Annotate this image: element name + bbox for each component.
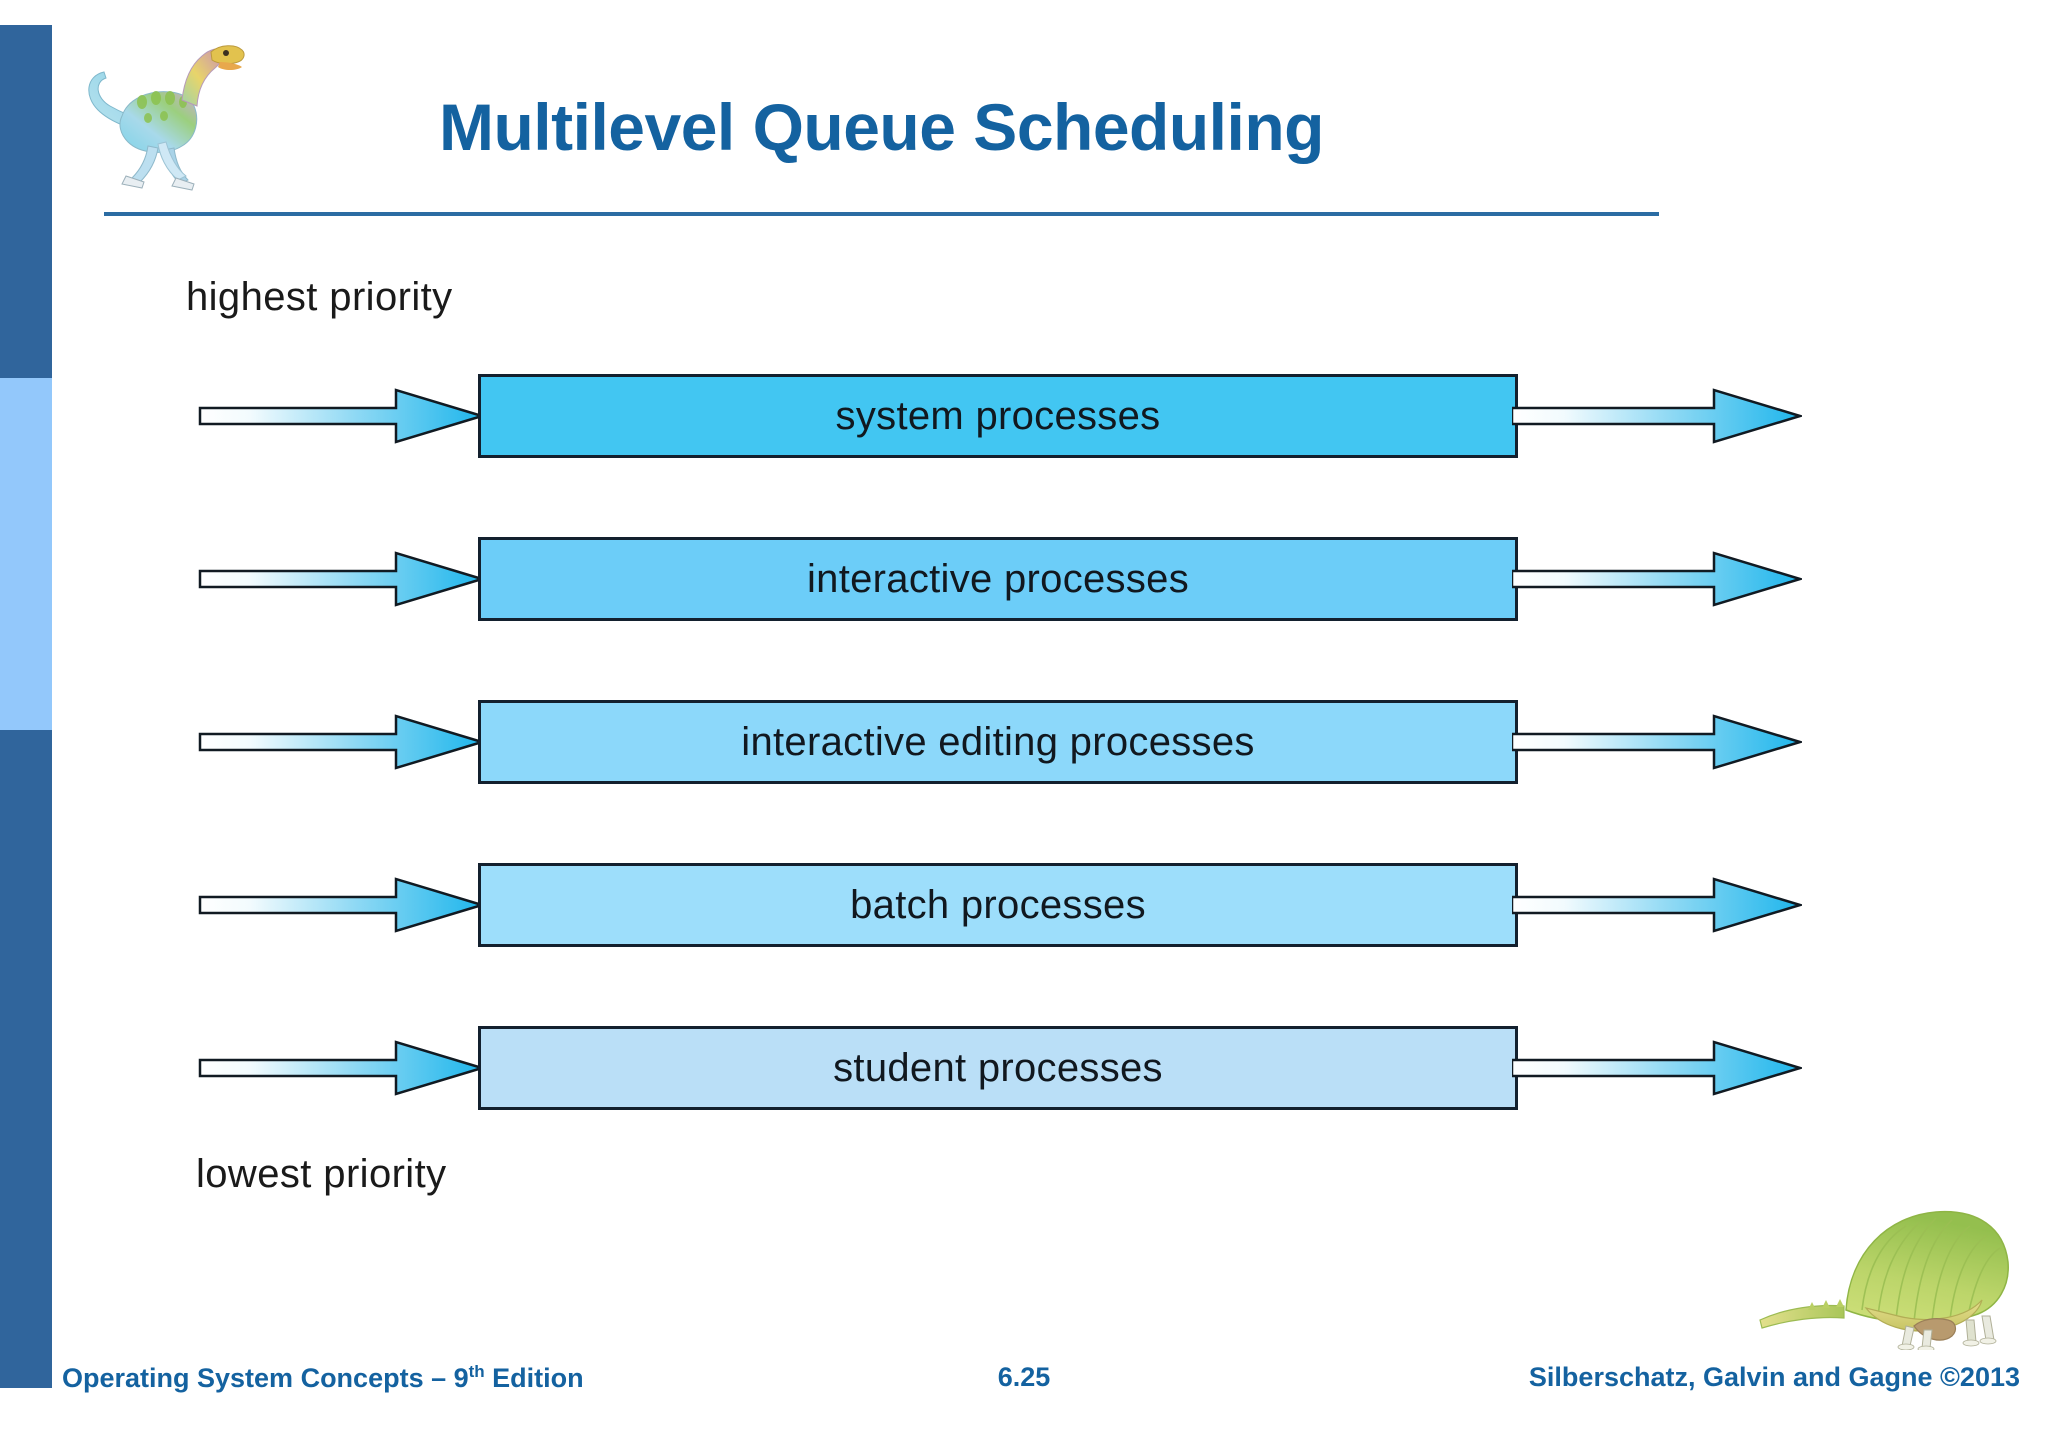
- queue-row: interactive processes: [0, 537, 2048, 623]
- queue-box-student-processes[interactable]: student processes: [478, 1026, 1518, 1110]
- footer-copyright: Silberschatz, Galvin and Gagne ©2013: [1528, 1362, 2020, 1392]
- sidebar-segment-upper-dark: [0, 25, 52, 378]
- queue-row: interactive editing processes: [0, 700, 2048, 786]
- queue-label: batch processes: [850, 882, 1146, 927]
- queue-box-system-processes[interactable]: system processes: [478, 374, 1518, 458]
- dinosaur-icon: [70, 20, 248, 200]
- queue-label: interactive editing processes: [741, 719, 1255, 764]
- queue-box-interactive-processes[interactable]: interactive processes: [478, 537, 1518, 621]
- queue-row: student processes: [0, 1026, 2048, 1112]
- queue-label: student processes: [833, 1045, 1163, 1090]
- queue-row: system processes: [0, 374, 2048, 460]
- lowest-priority-label: lowest priority: [196, 1152, 447, 1196]
- queue-arrow-out: [1510, 1038, 1805, 1098]
- queue-arrow-out: [1510, 875, 1805, 935]
- queue-label: interactive processes: [806, 556, 1190, 601]
- queue-label: system processes: [835, 393, 1161, 438]
- queue-arrow-in: [198, 875, 487, 935]
- queue-box-interactive-editing-processes[interactable]: interactive editing processes: [478, 700, 1518, 784]
- footer-left-superscript: th: [468, 1362, 485, 1381]
- page-title: Multilevel Queue Scheduling: [439, 90, 1324, 164]
- queue-arrow-in: [198, 549, 487, 609]
- dimetrodon-icon: [1738, 1200, 2028, 1353]
- queue-arrow-in: [198, 1038, 487, 1098]
- queue-arrow-out: [1510, 549, 1805, 609]
- highest-priority-label: highest priority: [186, 275, 453, 319]
- queue-arrow-in: [198, 386, 487, 446]
- queue-row: batch processes: [0, 863, 2048, 949]
- footer-left-text: Operating System Concepts – 9: [62, 1363, 469, 1393]
- sidebar-segment-middle-light: [0, 378, 52, 730]
- sidebar-segment-lower-dark: [0, 730, 52, 1388]
- queue-arrow-in: [198, 712, 487, 772]
- page-number: 6.25: [997, 1362, 1051, 1392]
- header-divider: [104, 212, 1659, 216]
- queue-arrow-out: [1510, 712, 1805, 772]
- queue-box-batch-processes[interactable]: batch processes: [478, 863, 1518, 947]
- footer-left: Operating System Concepts – 9th Edition: [62, 1362, 584, 1394]
- footer-left-tail: Edition: [484, 1363, 584, 1393]
- queue-arrow-out: [1510, 386, 1805, 446]
